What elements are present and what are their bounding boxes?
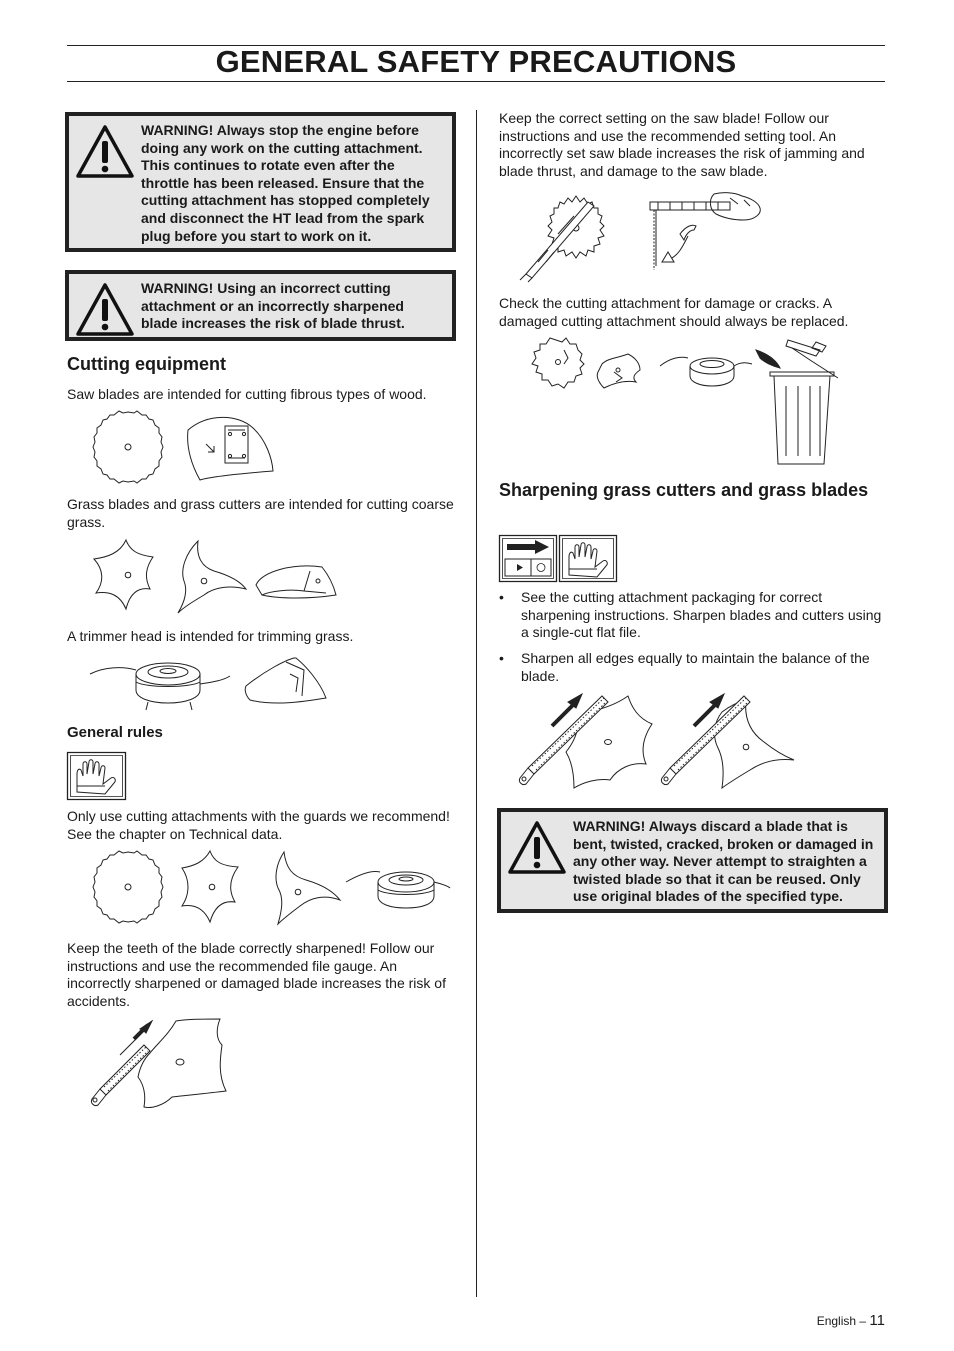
warning-text: WARNING! Always discard a blade that is … bbox=[573, 818, 874, 905]
warning-box-blade-thrust: WARNING! Using an incorrect cutting atta… bbox=[65, 270, 456, 341]
protective-glove-icon bbox=[559, 535, 617, 582]
paragraph-check-damage: Check the cutting attachment for damage … bbox=[499, 295, 849, 329]
warning-text: WARNING! Always stop the engine before d… bbox=[141, 122, 430, 244]
grass-blades-illustration bbox=[90, 537, 340, 615]
paragraph-guards: Only use cutting attachments with the gu… bbox=[67, 808, 450, 842]
page-footer: English – 11 bbox=[817, 1312, 885, 1329]
file-sharpening-illustration bbox=[88, 1015, 228, 1110]
recommended-attachments-illustration bbox=[88, 848, 450, 926]
footer-language: English bbox=[816, 1314, 857, 1328]
setting-tool-illustration bbox=[518, 190, 764, 282]
read-manual-icon bbox=[499, 535, 617, 582]
warning-box-discard-blade: WARNING! Always discard a blade that is … bbox=[497, 808, 888, 913]
paragraph-teeth-sharpened: Keep the teeth of the blade correctly sh… bbox=[67, 940, 446, 1009]
subheading-general-rules: General rules bbox=[67, 724, 163, 741]
saw-blade-illustration bbox=[88, 408, 278, 486]
warning-box-stop-engine: WARNING! Always stop the engine before d… bbox=[65, 112, 456, 252]
bullet-marker: • bbox=[499, 650, 504, 666]
page-number: 11 bbox=[869, 1312, 885, 1329]
paragraph-trimmer-head: A trimmer head is intended for trimming … bbox=[67, 628, 354, 644]
bullet-marker: • bbox=[499, 589, 504, 605]
paragraph-saw-blades: Saw blades are intended for cutting fibr… bbox=[67, 386, 427, 402]
section-heading-cutting-equipment: Cutting equipment bbox=[67, 354, 226, 374]
page-title: GENERAL SAFETY PRECAUTIONS bbox=[215, 44, 737, 79]
warning-triangle-icon bbox=[507, 820, 567, 876]
discard-damaged-illustration bbox=[520, 336, 840, 466]
header-bottom-rule bbox=[67, 81, 885, 82]
paragraph-saw-setting: Keep the correct setting on the saw blad… bbox=[499, 110, 865, 179]
trimmer-head-illustration bbox=[90, 652, 340, 718]
section-heading-sharpening: Sharpening grass cutters and grass blade… bbox=[499, 480, 869, 500]
column-divider bbox=[476, 110, 477, 1297]
warning-triangle-icon bbox=[75, 124, 135, 180]
footer-dash: – bbox=[859, 1314, 867, 1328]
warning-text: WARNING! Using an incorrect cutting atta… bbox=[141, 280, 405, 332]
bullet-text: Sharpen all edges equally to maintain th… bbox=[521, 650, 870, 684]
header-top-rule bbox=[67, 45, 885, 46]
sharpening-blades-illustration bbox=[518, 692, 798, 790]
warning-triangle-icon bbox=[75, 282, 135, 338]
paragraph-grass-blades: Grass blades and grass cutters are inten… bbox=[67, 496, 454, 530]
bullet-text: See the cutting attachment packaging for… bbox=[521, 589, 882, 640]
protective-glove-icon bbox=[67, 752, 126, 800]
